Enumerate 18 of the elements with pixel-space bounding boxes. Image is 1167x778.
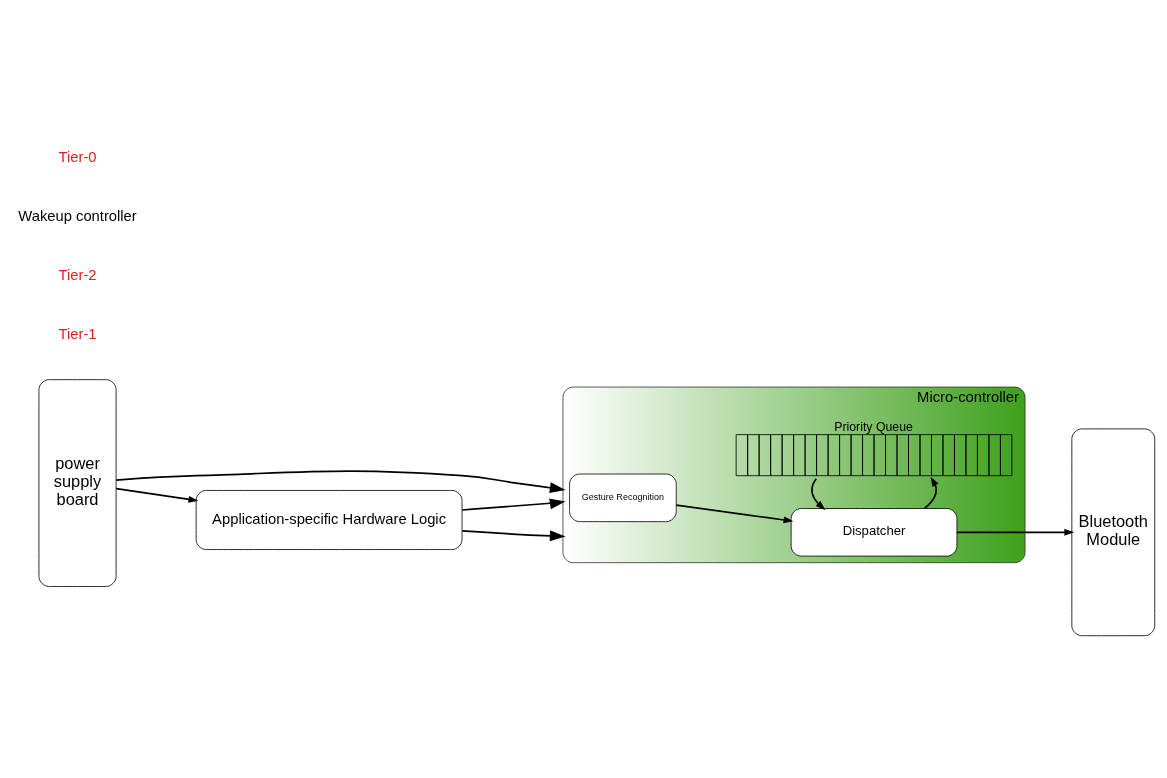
node-box: Bluetooth Module — [1071, 427, 1156, 636]
label: Wakeup controller — [18, 207, 137, 224]
node-box: power supply board — [38, 378, 117, 587]
arrow — [115, 469, 566, 493]
arrow — [115, 487, 199, 503]
arrow — [675, 503, 794, 523]
arrow — [923, 476, 939, 509]
arrow — [956, 528, 1075, 536]
node-box: Gesture Recognition — [569, 473, 677, 522]
label: Tier-1 — [58, 325, 97, 342]
label: Tier-0 — [58, 148, 97, 165]
arrow — [811, 477, 826, 510]
node-box: Dispatcher — [790, 507, 958, 556]
label: Tier-2 — [58, 266, 97, 283]
arrow — [461, 529, 566, 541]
node-box: Application-specific Hardware Logic — [195, 489, 463, 550]
node-label: Priority Queue — [834, 419, 913, 434]
arrow — [461, 497, 566, 511]
